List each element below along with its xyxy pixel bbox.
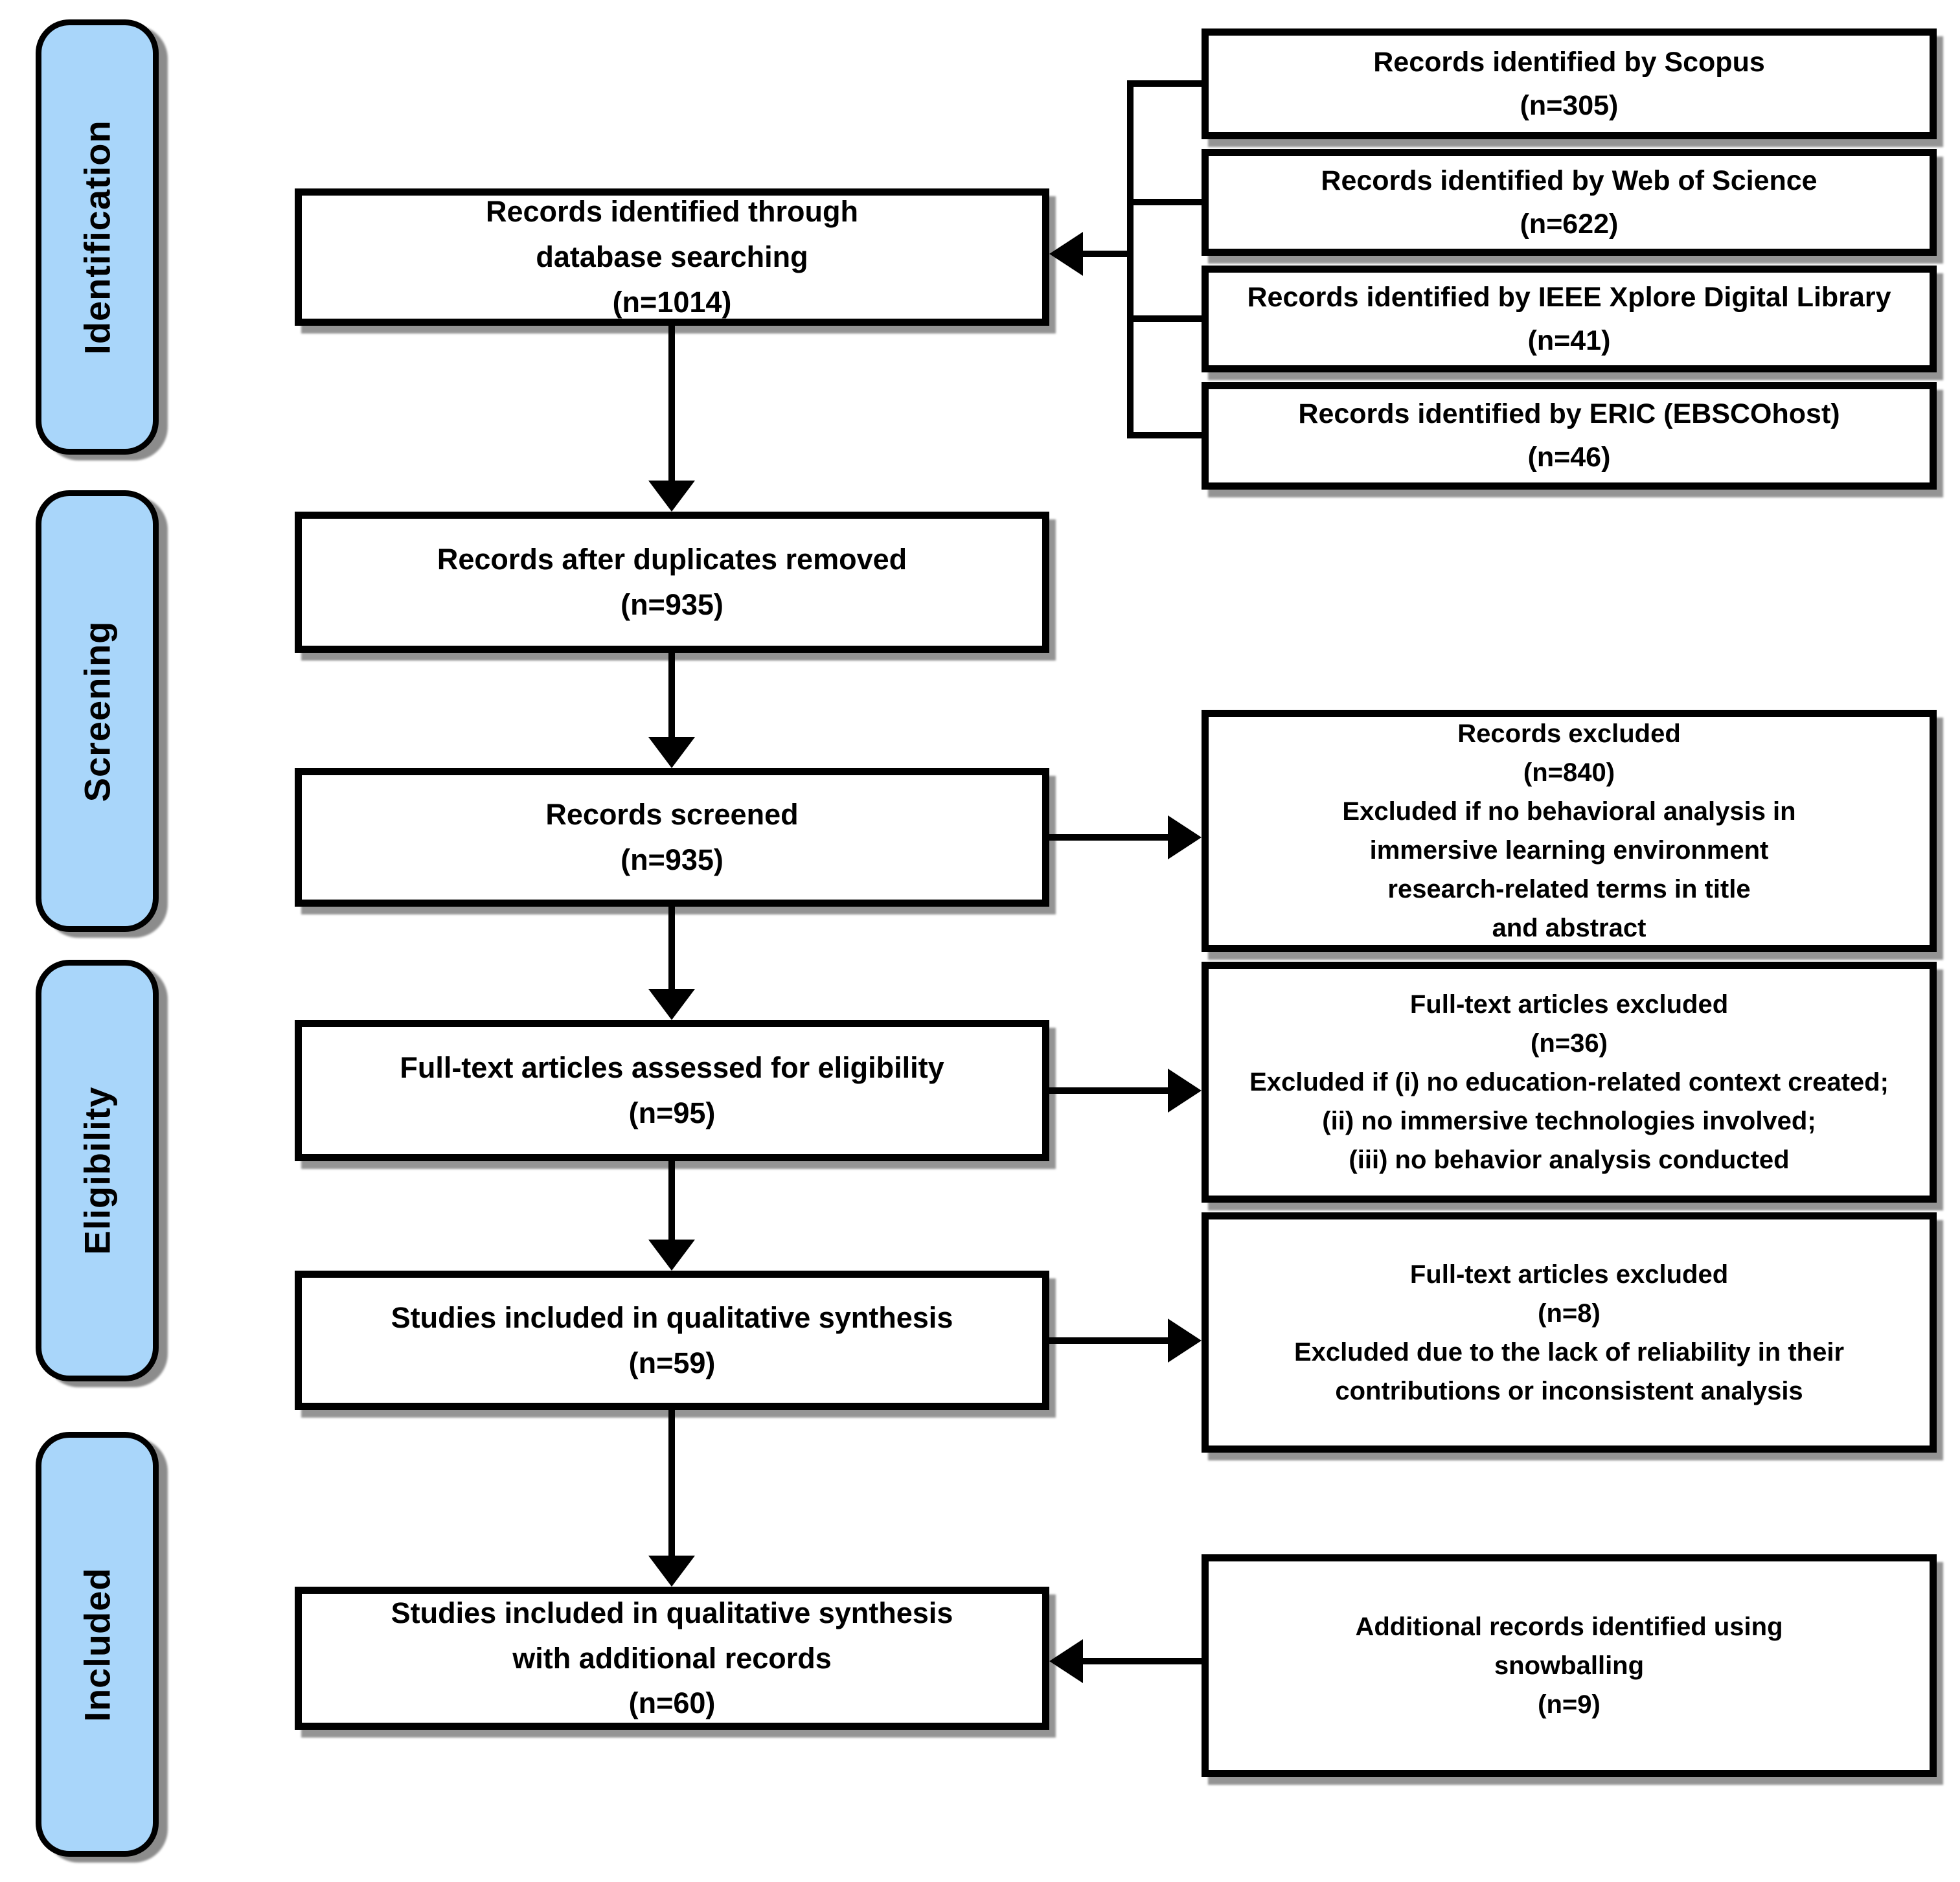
arrow-m2-m3-line xyxy=(668,653,675,738)
text-line: Records identified by Scopus xyxy=(1373,46,1765,78)
arrow-synthesis-to-excluded8-head xyxy=(1168,1319,1202,1363)
text-line: Records identified by IEEE Xplore Digita… xyxy=(1247,281,1891,313)
text-line: (n=41) xyxy=(1527,324,1611,356)
box-studies-with-additional-records: Studies included in qualitative synthesi… xyxy=(295,1587,1049,1730)
arrow-m4-m5-line xyxy=(668,1161,675,1240)
text-line: Studies included in qualitative synthesi… xyxy=(391,1596,953,1629)
arrow-screened-to-excluded-line xyxy=(1049,834,1170,841)
box-source-web-of-science: Records identified by Web of Science (n=… xyxy=(1202,149,1937,256)
text-line: (ii) no immersive technologies involved; xyxy=(1322,1107,1816,1135)
box-studies-qualitative-synthesis: Studies included in qualitative synthesi… xyxy=(295,1271,1049,1410)
text-line: (n=59) xyxy=(628,1346,716,1379)
text-line: and abstract xyxy=(1492,914,1647,942)
box-source-ieee-xplore: Records identified by IEEE Xplore Digita… xyxy=(1202,266,1937,372)
arrow-m3-m4-line xyxy=(668,907,675,990)
text-line: (n=1014) xyxy=(612,285,732,319)
text-line: (n=840) xyxy=(1523,758,1615,787)
text-line: Records identified by ERIC (EBSCOhost) xyxy=(1298,398,1840,430)
text-line: research-related terms in title xyxy=(1387,875,1751,903)
text-line: Records screened xyxy=(545,798,799,832)
text-line: (n=8) xyxy=(1538,1298,1601,1328)
text-line: (n=622) xyxy=(1520,208,1619,240)
arrow-fulltext-to-excluded36-line xyxy=(1049,1087,1170,1094)
text-line: immersive learning environment xyxy=(1369,836,1769,865)
stage-eligibility: Eligibility xyxy=(36,960,159,1381)
text-line: database searching xyxy=(536,240,808,274)
box-records-after-duplicates: Records after duplicates removed (n=935) xyxy=(295,512,1049,653)
text-line: (n=36) xyxy=(1531,1029,1608,1058)
text-line: contributions or inconsistent analysis xyxy=(1335,1376,1803,1405)
text-line: Excluded if (i) no education-related con… xyxy=(1249,1068,1889,1096)
arrow-m4-m5-head xyxy=(648,1240,695,1271)
text-line: (n=46) xyxy=(1527,442,1611,473)
box-source-eric-ebscohost: Records identified by ERIC (EBSCOhost) (… xyxy=(1202,382,1937,490)
box-additional-records-snowballing: Additional records identified using snow… xyxy=(1202,1554,1937,1777)
stage-included: Included xyxy=(36,1432,159,1857)
box-records-excluded: Records excluded (n=840) Excluded if no … xyxy=(1202,710,1937,952)
arrow-sources-to-identified-line xyxy=(1080,251,1130,257)
arrow-m1-m2-line xyxy=(668,326,675,482)
stage-identification: Identification xyxy=(36,19,159,455)
arrow-screened-to-excluded-head xyxy=(1168,815,1202,859)
arrow-m5-m6-line xyxy=(668,1410,675,1556)
stage-identification-label: Identification xyxy=(76,119,118,355)
arrow-snowballing-to-included-head xyxy=(1049,1639,1083,1683)
text-line: (iii) no behavior analysis conducted xyxy=(1349,1146,1790,1174)
text-line: (n=935) xyxy=(621,843,724,876)
text-line: Additional records identified using xyxy=(1355,1613,1783,1641)
text-line: Full-text articles excluded xyxy=(1409,1260,1729,1289)
box-records-screened: Records screened (n=935) xyxy=(295,768,1049,907)
arrow-m1-m2-head xyxy=(648,481,695,512)
arrow-snowballing-to-included-line xyxy=(1080,1658,1202,1664)
box-fulltext-excluded-8: Full-text articles excluded (n=8) Exclud… xyxy=(1202,1212,1937,1453)
connector-stub-scopus xyxy=(1127,80,1202,87)
box-fulltext-excluded-36: Full-text articles excluded (n=36) Exclu… xyxy=(1202,962,1937,1203)
text-line: (n=60) xyxy=(628,1686,716,1720)
text-line: (n=9) xyxy=(1538,1690,1601,1719)
text-line: (n=935) xyxy=(621,588,724,621)
stage-included-label: Included xyxy=(76,1567,118,1722)
text-line: Studies included in qualitative synthesi… xyxy=(391,1300,953,1334)
text-line: (n=305) xyxy=(1520,89,1619,121)
box-fulltext-assessed: Full-text articles assessed for eligibil… xyxy=(295,1020,1049,1161)
text-line: with additional records xyxy=(512,1641,832,1675)
text-line: (n=95) xyxy=(628,1096,716,1129)
text-line: Full-text articles excluded xyxy=(1409,990,1729,1019)
connector-stub-eric xyxy=(1127,432,1202,438)
text-line: Records identified through xyxy=(485,195,858,229)
box-records-identified-database: Records identified through database sear… xyxy=(295,188,1049,326)
box-source-scopus: Records identified by Scopus (n=305) xyxy=(1202,28,1937,139)
arrow-m5-m6-head xyxy=(648,1556,695,1587)
arrow-fulltext-to-excluded36-head xyxy=(1168,1069,1202,1113)
text-line: Excluded if no behavioral analysis in xyxy=(1342,797,1796,826)
text-line: Records excluded xyxy=(1457,720,1681,748)
stage-eligibility-label: Eligibility xyxy=(76,1086,118,1255)
arrow-m3-m4-head xyxy=(648,989,695,1020)
text-line: Records after duplicates removed xyxy=(437,543,907,576)
connector-stub-web-of-science xyxy=(1127,199,1202,205)
connector-stub-ieee xyxy=(1127,315,1202,322)
text-line: Full-text articles assessed for eligibil… xyxy=(400,1051,944,1085)
stage-screening-label: Screening xyxy=(76,620,118,802)
text-line: Records identified by Web of Science xyxy=(1321,164,1818,196)
text-line: Excluded due to the lack of reliability … xyxy=(1293,1337,1845,1366)
text-line: snowballing xyxy=(1494,1651,1645,1680)
connector-bracket-vertical xyxy=(1127,80,1134,438)
arrow-sources-to-identified-head xyxy=(1049,232,1083,276)
stage-screening: Screening xyxy=(36,490,159,932)
arrow-synthesis-to-excluded8-line xyxy=(1049,1337,1170,1344)
arrow-m2-m3-head xyxy=(648,737,695,768)
